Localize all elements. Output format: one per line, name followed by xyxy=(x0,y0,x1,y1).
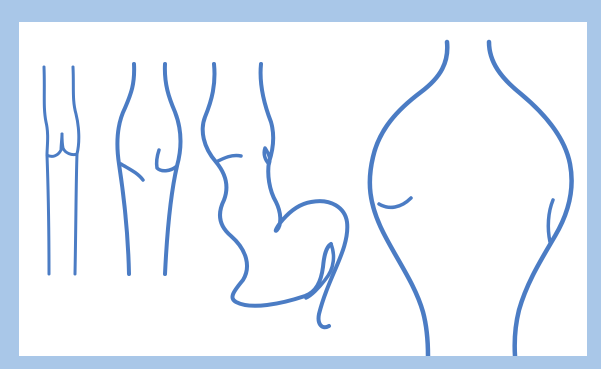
panel1-valve-left xyxy=(47,134,62,156)
panel3-left-wall xyxy=(203,64,331,306)
panel2-valve-right xyxy=(157,150,177,171)
panel4-right-wall xyxy=(489,42,572,356)
panel3-branch-stub xyxy=(306,244,333,298)
panel-mild-dilation xyxy=(117,64,180,274)
panel-severe-dilation xyxy=(370,42,572,356)
drawing-paper xyxy=(19,22,587,356)
panel1-right-wall xyxy=(73,67,79,274)
panel2-valve-left xyxy=(121,164,143,180)
panel3-valve-left xyxy=(216,155,241,162)
vein-drawing xyxy=(19,22,587,356)
vessel-strokes xyxy=(44,42,572,356)
panel4-valve-right xyxy=(548,200,553,242)
panel1-left-wall xyxy=(44,67,49,274)
panel3-valve-right xyxy=(264,148,270,164)
panel-normal-vein xyxy=(44,67,79,274)
panel1-valve-right xyxy=(62,134,77,155)
panel3-right-wall xyxy=(261,64,348,327)
panel-tortuous-vein xyxy=(203,64,348,327)
panel4-valve-left xyxy=(379,198,411,207)
